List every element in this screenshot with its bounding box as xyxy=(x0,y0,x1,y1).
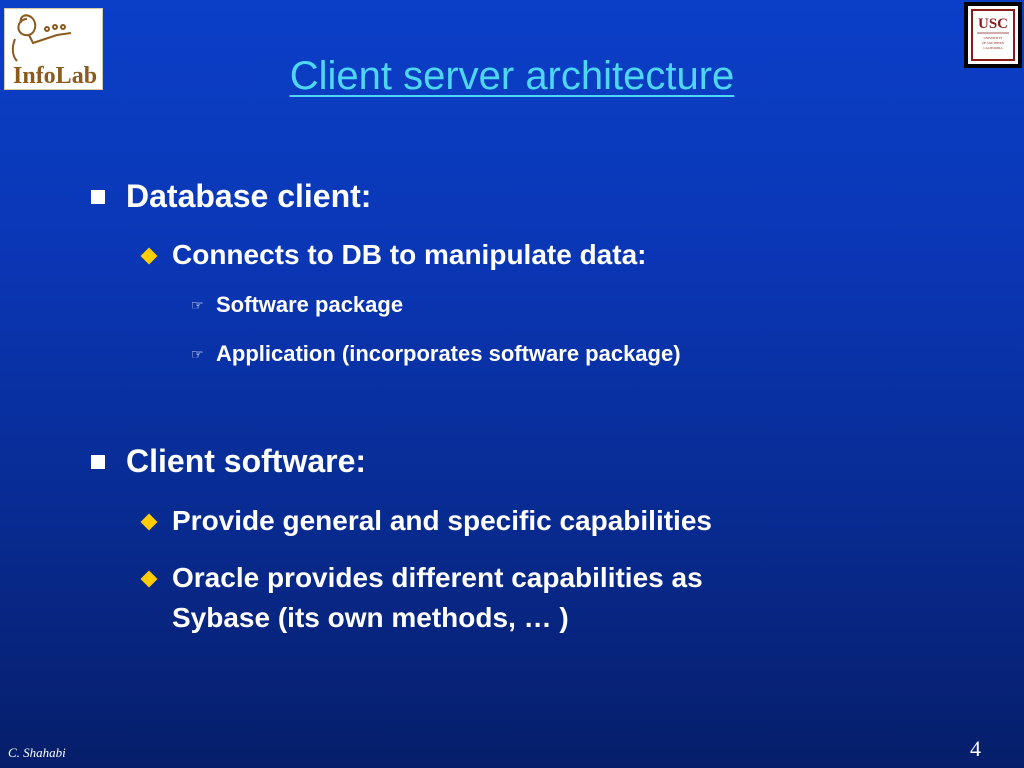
svg-text:OF SOUTHERN: OF SOUTHERN xyxy=(982,41,1005,45)
page-number: 4 xyxy=(970,736,981,761)
footer-author: C. Shahabi xyxy=(8,745,66,760)
sub-item-application: Application (incorporates software packa… xyxy=(216,341,681,366)
diamond-bullet-icon xyxy=(140,247,158,265)
list-item-provide-capabilities: Provide general and specific capabilitie… xyxy=(172,505,712,536)
usc-crest-icon: USC UNIVERSITY OF SOUTHERN CALIFORNIA xyxy=(977,16,1009,50)
pointing-hand-icon: ☞ xyxy=(191,297,204,313)
square-bullet-icon xyxy=(91,190,105,204)
usc-logo: USC UNIVERSITY OF SOUTHERN CALIFORNIA xyxy=(964,2,1022,68)
list-item-connects: Connects to DB to manipulate data: xyxy=(172,239,647,270)
usc-logo-text: USC xyxy=(978,16,1008,32)
slide-title-text: Client server architecture xyxy=(289,54,735,98)
square-bullet-icon xyxy=(91,455,105,469)
section-heading-database-client: Database client: xyxy=(126,178,372,214)
infolab-logo-text: InfoLab xyxy=(13,63,97,89)
list-item-oracle-line1: Oracle provides different capabilities a… xyxy=(172,562,703,593)
sub-item-software-package: Software package xyxy=(216,292,404,317)
pointing-hand-icon: ☞ xyxy=(191,346,204,362)
infolab-logo: InfoLab xyxy=(4,8,103,90)
svg-text:UNIVERSITY: UNIVERSITY xyxy=(983,36,1003,40)
infolab-logo-graphic: InfoLab xyxy=(11,14,97,89)
section-heading-client-software: Client software: xyxy=(126,443,367,479)
svg-text:CALIFORNIA: CALIFORNIA xyxy=(983,46,1003,50)
diamond-bullet-icon xyxy=(140,513,158,531)
diamond-bullet-icon xyxy=(140,570,158,588)
slide-title: Client server architecture xyxy=(0,52,1024,100)
list-item-oracle-line2: Sybase (its own methods, … ) xyxy=(172,602,569,633)
